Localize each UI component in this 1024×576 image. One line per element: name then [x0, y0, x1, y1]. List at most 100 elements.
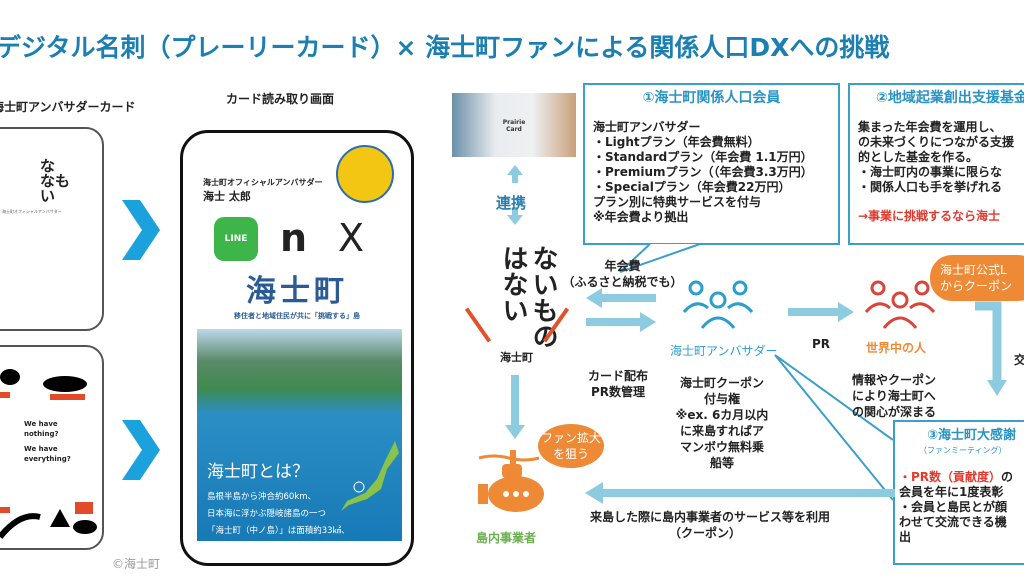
box-members-title: ①海士町関係人口会員: [642, 90, 781, 106]
logo-sub: 海士町: [500, 351, 533, 364]
visit-line: （クーポン）: [668, 526, 741, 540]
coupon-text: 海士町クーポン 付与権 ※ex. 6カ月以内 に来島すればア マンボウ無料乗 船…: [668, 375, 776, 471]
bidirectional-arrow-icon: [507, 165, 523, 225]
card-dist-line: カード配布: [587, 369, 648, 383]
box-line: プラン別に特典サービスを付与: [593, 195, 762, 209]
town-name: 海士町: [246, 274, 348, 309]
right-arrow-icon: [788, 302, 854, 322]
card-logo: ななもい: [40, 157, 71, 205]
card-dist-line: PR数管理: [590, 385, 646, 399]
about-line: 島根半島から沖合約60km、: [207, 492, 317, 502]
box-line: 集まった年会費を運用し、: [858, 120, 1002, 134]
mascot-icon: [336, 145, 394, 203]
coupon-line: マンボウ無料乗: [679, 440, 764, 454]
box-line: ・会員と島民とが顔: [899, 500, 1008, 514]
note-app-icon[interactable]: n: [280, 216, 308, 260]
island-photo: 海士町とは？ 島根半島から沖合約60km、 日本海に浮かぶ隠岐諸島の一つ 「海士…: [197, 329, 402, 541]
info-line: の関心が深まる: [852, 405, 937, 419]
x-app-icon[interactable]: X: [338, 216, 365, 260]
phone-label: カード読み取り画面: [226, 92, 335, 106]
coupon-line: 船等: [709, 456, 734, 470]
exchange-label: 交: [1014, 353, 1024, 367]
card-back-text: nothing?: [24, 430, 59, 438]
box-line: の未来づくりにつながる支援: [858, 135, 1015, 149]
info-line: 情報やクーポン: [852, 373, 937, 387]
bubble-line: ファン拡大: [540, 431, 601, 445]
exchange-arrows-icon: [586, 288, 656, 332]
visit-text: 来島した際に島内事業者のサービス等を利用 （クーポン）: [590, 509, 831, 541]
coupon-line: 海士町クーポン: [679, 376, 764, 390]
card-front: ななもい 海士町オフィシャルアンバサダー: [0, 127, 104, 331]
box-line: ・Specialプラン（年会費22万円）: [593, 180, 791, 194]
bubble-line: を狙う: [552, 447, 589, 461]
box-line: ・Premiumプラン（（年会費3.3万円）: [593, 165, 813, 179]
about-line: 日本海に浮かぶ隠岐諸島の一つ: [207, 509, 327, 519]
line-app-icon[interactable]: LINE: [214, 217, 258, 261]
card-label: 海士町アンバサダーカード: [0, 100, 136, 114]
business-label: 島内事業者: [476, 531, 537, 545]
box-line: ・海士町内の事業に限らな: [858, 165, 1003, 179]
logo-text: ないものはない: [498, 245, 558, 349]
box-line: ・関係人口も手を挙げれる: [858, 180, 1003, 194]
box-thanks-subtitle: （ファンミーティング）: [919, 446, 1007, 455]
logo-accent: [464, 307, 492, 343]
town-tagline: 移住者と地域住民が共に「挑戦する」島: [234, 312, 360, 320]
left-long-arrow-icon: [585, 482, 895, 504]
japan-map-icon: [341, 441, 399, 511]
island-silhouette-icon: [0, 369, 87, 400]
phone-screen: 海士町オフィシャルアンバサダー 海士 太郎 LINE n X 海士町 移住者と地…: [180, 130, 414, 566]
pill-line: 海士町公式L: [940, 263, 1007, 277]
card-back-text: We have: [24, 445, 58, 453]
fee-sub: （ふるさと納税でも）: [562, 275, 683, 289]
ambassador-role: 海士町オフィシャルアンバサダー: [203, 178, 323, 187]
box-line: ※年会費より拠出: [593, 210, 689, 224]
ambassador-label: 海士町アンバサダー: [670, 344, 778, 358]
box-line: 的とした基金を作る。: [858, 150, 979, 164]
box-fund: ②地域起業創出支援基金 集まった年会費を運用し、 の未来づくりにつながる支援 的…: [848, 83, 1024, 245]
box-line: 海士町アンバサダー: [593, 120, 701, 134]
box-thanks-title: ③海士町大感謝: [927, 428, 1017, 443]
submarine-icon: [478, 450, 544, 512]
about-title: 海士町とは？: [207, 462, 309, 482]
card-back: We have nothing? We have everything?: [0, 345, 104, 550]
prairie-card-label: Prairie Card: [502, 119, 526, 133]
box-members: ①海士町関係人口会員 海士町アンバサダー ・Lightプラン（年会費無料） ・S…: [583, 83, 840, 245]
info-line: により海士町へ: [852, 389, 936, 403]
town-logo: ないものはない 海士町: [464, 245, 570, 365]
page-title: デジタル名刺（プレーリーカード）× 海士町ファンによる関係人口DXへの挑戦: [0, 33, 890, 62]
prairie-card-image: Prairie Card: [452, 93, 576, 157]
chevron-right-icon: [122, 420, 160, 480]
pr-highlight: ・PR数（貢献度）: [899, 470, 1002, 484]
box-line: 会員を年に1度表彰: [899, 485, 1004, 499]
world-label: 世界中の人: [866, 341, 927, 355]
box-fund-highlight: →事業に挑戦するなら海士: [858, 209, 1001, 223]
card-back-text: everything?: [24, 455, 71, 463]
ambassador-name: 海士 太郎: [203, 190, 251, 203]
info-text: 情報やクーポン により海士町へ の関心が深まる: [852, 372, 936, 420]
pr-label: PR: [812, 337, 831, 351]
coupon-line: に来島すればア: [679, 424, 764, 438]
ambassador-people-icon: [682, 280, 754, 329]
visit-line: 来島した際に島内事業者のサービス等を利用: [590, 510, 831, 524]
renkei-label: 連携: [496, 194, 527, 212]
box-thanks: ③海士町大感謝 （ファンミーティング） ・PR数（貢献度）の 会員を年に1度表彰…: [893, 420, 1024, 565]
box-fund-title: ②地域起業創出支援基金: [876, 90, 1024, 106]
down-bend-arrow-icon: [975, 301, 1007, 396]
cow-silhouette-icon: [0, 502, 97, 539]
copyright: ©海士町: [112, 557, 161, 571]
coupon-line: ※ex. 6カ月以内: [675, 408, 769, 422]
line-coupon-pill: 海士町公式L からクーポン: [930, 255, 1024, 301]
world-people-icon: [864, 280, 936, 329]
fan-bubble: ファン拡大 を狙う: [538, 424, 604, 468]
box-line: の: [1001, 470, 1014, 484]
chevron-right-icon: [122, 200, 160, 260]
card-back-text: We have: [24, 420, 58, 428]
fee-label: 年会費: [604, 259, 641, 273]
coupon-line: 付与権: [703, 392, 740, 406]
card-front-sub: 海士町オフィシャルアンバサダー: [2, 209, 62, 214]
box-line: ・Lightプラン（年会費無料）: [593, 135, 760, 149]
about-line: 「海士町（中ノ島）」は面積約33㎢、: [207, 526, 350, 536]
pill-line: からクーポン: [940, 279, 1013, 293]
box-line: わせて交流できる機: [899, 515, 1007, 529]
box-line: 出: [899, 530, 912, 544]
